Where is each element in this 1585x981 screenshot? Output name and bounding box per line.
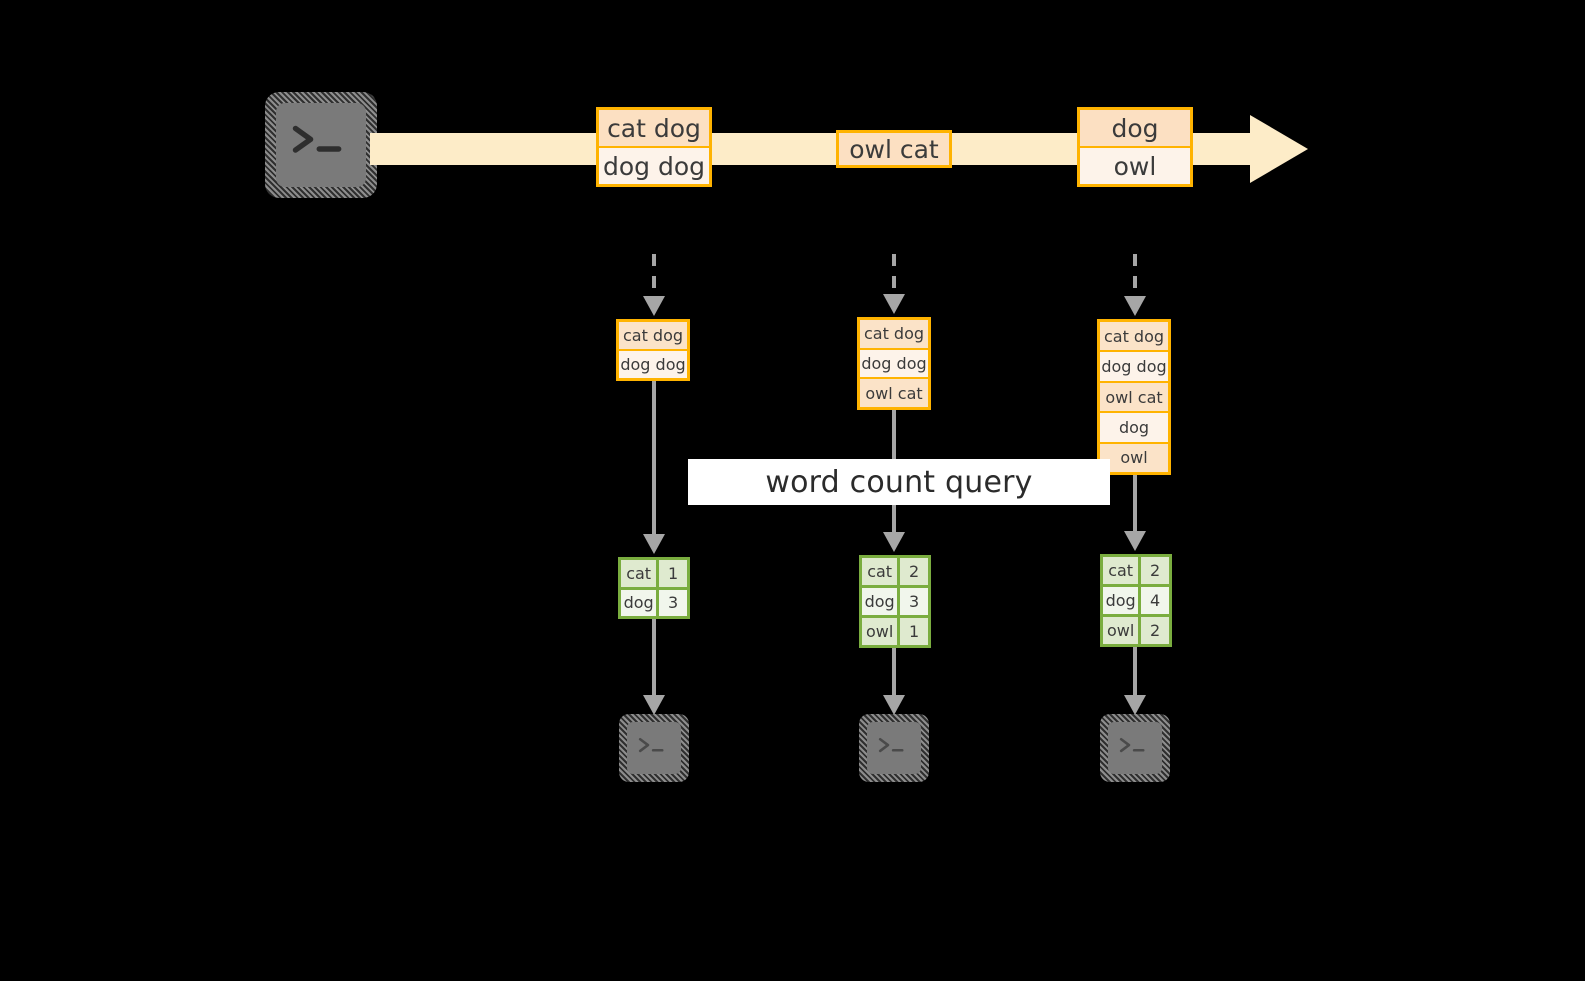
snapshot-input-box: cat dog dog dog	[616, 319, 690, 381]
snapshot-input-row: owl	[1100, 441, 1168, 473]
query-label-text: word count query	[765, 464, 1033, 500]
terminal-screen	[276, 103, 366, 187]
result-table: cat 2 dog 3 owl 1	[859, 555, 931, 648]
query-flow-line	[652, 381, 656, 536]
snapshot-tap-arrowhead-icon	[643, 296, 665, 316]
snapshot-tap-line	[652, 254, 656, 298]
prompt-glyph-icon	[292, 126, 341, 154]
result-word: owl	[862, 618, 901, 645]
stream-event-box: dog owl	[1077, 107, 1193, 187]
result-count: 3	[900, 588, 928, 615]
snapshot-input-row: dog dog	[619, 349, 687, 378]
sink-flow-line	[1133, 647, 1137, 697]
query-flow-arrowhead-icon	[1124, 531, 1146, 551]
result-word: dog	[621, 589, 660, 616]
result-table: cat 1 dog 3	[618, 557, 690, 619]
result-row: cat 2	[1103, 557, 1169, 584]
result-count: 4	[1141, 587, 1169, 614]
stream-event-line: cat dog	[599, 110, 709, 146]
query-flow-line	[1133, 475, 1137, 533]
result-row: cat 1	[621, 560, 687, 587]
stream-event-box: owl cat	[836, 130, 952, 168]
result-table: cat 2 dog 4 owl 2	[1100, 554, 1172, 647]
prompt-glyph-icon	[638, 738, 664, 753]
result-word: cat	[1103, 557, 1142, 584]
source-terminal-icon	[265, 92, 377, 198]
result-count: 3	[659, 589, 687, 616]
prompt-glyph-icon	[1119, 738, 1145, 753]
snapshot-input-row: dog dog	[860, 347, 928, 378]
result-row: dog 3	[621, 586, 687, 616]
snapshot-input-row: cat dog	[1100, 322, 1168, 351]
result-word: cat	[621, 560, 660, 587]
snapshot-tap-arrowhead-icon	[1124, 296, 1146, 316]
stream-event-line: owl	[1080, 146, 1190, 184]
terminal-screen	[627, 722, 681, 774]
stream-event-line: dog dog	[599, 146, 709, 184]
stream-arrowhead-icon	[1250, 115, 1308, 183]
query-label-band: word count query	[688, 459, 1110, 505]
snapshot-input-box: cat dog dog dog owl cat	[857, 317, 931, 410]
snapshot-tap-line	[892, 254, 896, 296]
result-count: 2	[1141, 557, 1169, 584]
terminal-screen	[867, 722, 921, 774]
snapshot-tap-arrowhead-icon	[883, 294, 905, 314]
result-count: 2	[900, 558, 928, 585]
result-row: cat 2	[862, 558, 928, 585]
result-row: owl 2	[1103, 614, 1169, 644]
sink-terminal-icon	[619, 714, 689, 782]
snapshot-tap-line	[1133, 254, 1137, 298]
stream-event-box: cat dog dog dog	[596, 107, 712, 187]
snapshot-input-row: dog	[1100, 411, 1168, 442]
stream-event-line: owl cat	[839, 133, 949, 165]
sink-flow-arrowhead-icon	[1124, 695, 1146, 715]
snapshot-input-row: cat dog	[860, 320, 928, 348]
sink-flow-line	[652, 619, 656, 697]
query-flow-arrowhead-icon	[643, 534, 665, 554]
sink-terminal-icon	[1100, 714, 1170, 782]
result-count: 1	[659, 560, 687, 587]
sink-flow-arrowhead-icon	[883, 695, 905, 715]
result-word: owl	[1103, 617, 1142, 644]
result-row: dog 3	[862, 585, 928, 615]
terminal-screen	[1108, 722, 1162, 774]
sink-flow-arrowhead-icon	[643, 695, 665, 715]
result-row: owl 1	[862, 615, 928, 645]
prompt-glyph-icon	[878, 738, 904, 753]
result-word: dog	[1103, 587, 1142, 614]
query-flow-arrowhead-icon	[883, 532, 905, 552]
snapshot-input-row: owl cat	[1100, 380, 1168, 412]
stream-event-line: dog	[1080, 110, 1190, 146]
sink-flow-line	[892, 648, 896, 697]
result-count: 1	[900, 618, 928, 645]
snapshot-input-row: owl cat	[860, 377, 928, 408]
result-row: dog 4	[1103, 584, 1169, 614]
snapshot-input-box: cat dog dog dog owl cat dog owl	[1097, 319, 1171, 475]
snapshot-input-row: dog dog	[1100, 350, 1168, 381]
sink-terminal-icon	[859, 714, 929, 782]
snapshot-input-row: cat dog	[619, 322, 687, 349]
result-word: cat	[862, 558, 901, 585]
result-count: 2	[1141, 617, 1169, 644]
result-word: dog	[862, 588, 901, 615]
